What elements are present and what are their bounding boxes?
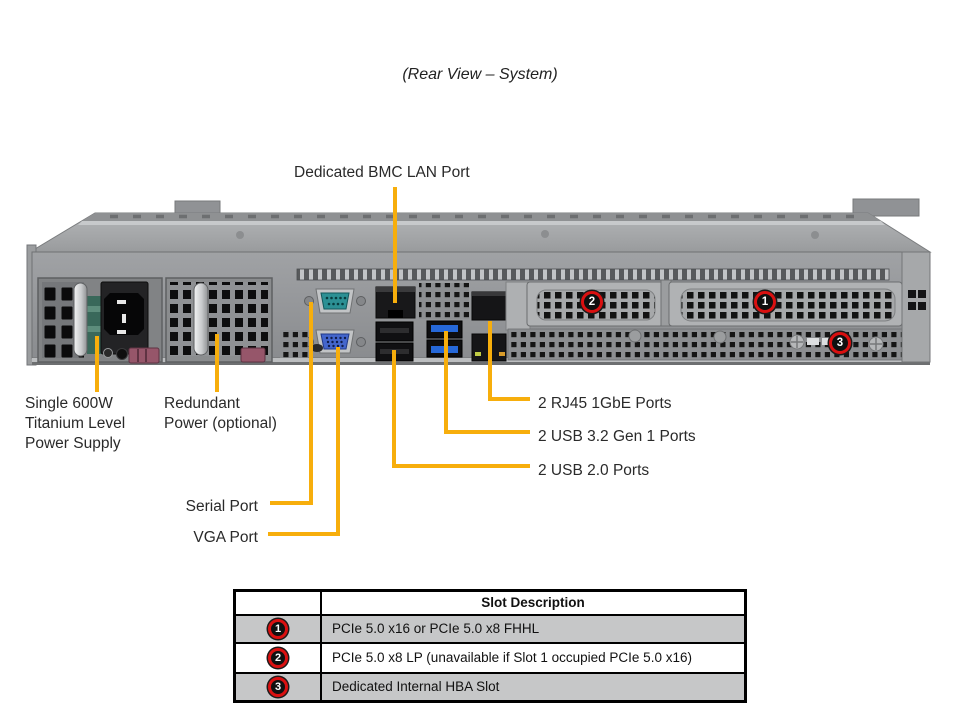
chassis-top-tabs [174,198,920,217]
serial-port [315,288,355,314]
callout-line-usb32-h [444,430,530,434]
callout-line-psu [95,336,99,392]
psu-led [103,348,113,358]
callout-line-serial-v [309,302,313,505]
callout-line-rj45-h [488,397,530,401]
chassis-lid [28,212,932,253]
usb20-label: 2 USB 2.0 Ports [538,462,650,479]
rj45-label: 2 RJ45 1GbE Ports [538,395,672,412]
table-badge-cell: 3 [233,671,322,702]
table-badge-cell: 1 [233,613,322,644]
right-end-cap [901,251,931,363]
table-row: 3 Dedicated Internal HBA Slot [233,671,747,702]
table-desc-cell: Dedicated Internal HBA Slot [320,671,747,702]
psu-handle [73,282,88,357]
table-desc-cell: PCIe 5.0 x8 LP (unavailable if Slot 1 oc… [320,641,747,674]
chassis-badge-slot2: 2 [581,291,603,313]
io-vent-grid [419,283,469,319]
table-badge-cell: 2 [233,641,322,674]
psu-module [37,277,163,364]
screw [868,336,884,352]
usb32-label: 2 USB 3.2 Gen 1 Ports [538,428,696,445]
page-title: (Rear View – System) [402,66,558,83]
vga-port [315,329,355,354]
bay-handle [193,282,209,356]
filler-bracket [505,281,531,331]
table-desc-cell: PCIe 5.0 x16 or PCIe 5.0 x8 FHHL [320,613,747,644]
callout-line-usb20-v [392,350,396,468]
table-header-label: Slot Description [320,589,747,616]
slot-description-table: Slot Description 1 PCIe 5.0 x16 or PCIe … [233,589,747,703]
ac-inlet [100,281,149,355]
table-row: 1 PCIe 5.0 x16 or PCIe 5.0 x8 FHHL [233,613,747,644]
chassis-badge-slot1: 1 [754,291,776,313]
callout-line-usb20-h [392,464,530,468]
table-badge-1: 1 [268,618,288,639]
psu-button [116,348,128,360]
callout-line-redundant [215,334,219,392]
vga-port-label: VGA Port [193,529,258,546]
server-rear-view-illustration [26,198,932,366]
screw [789,334,805,350]
callout-line-vga-v [336,347,340,536]
table-header-empty-cell [233,589,322,616]
pcie-slot-1-opening [668,281,903,327]
chassis-badge-slot3: 3 [829,332,851,354]
table-badge-3: 3 [268,676,288,697]
serial-port-label: Serial Port [185,498,258,515]
table-row: 2 PCIe 5.0 x8 LP (unavailable if Slot 1 … [233,641,747,674]
redundant-power-label: Redundant Power (optional) [164,395,277,432]
callout-line-usb32-v [444,331,448,434]
table-header-row: Slot Description [233,589,747,616]
callout-line-bmc [393,187,397,303]
psu-label: Single 600W Titanium Level Power Supply [25,395,126,452]
callout-line-serial-h [270,501,313,505]
lan-led-amber [499,352,505,356]
psu-latch [128,347,160,364]
table-badge-2: 2 [268,647,288,668]
callout-line-rj45-v [488,321,492,401]
lan-led-green [475,352,481,356]
redundant-power-bay [165,277,273,363]
bay-latch [240,347,266,363]
callout-line-vga-h [268,532,340,536]
bmc-lan-label: Dedicated BMC LAN Port [294,164,470,181]
serrated-edge [296,268,890,281]
